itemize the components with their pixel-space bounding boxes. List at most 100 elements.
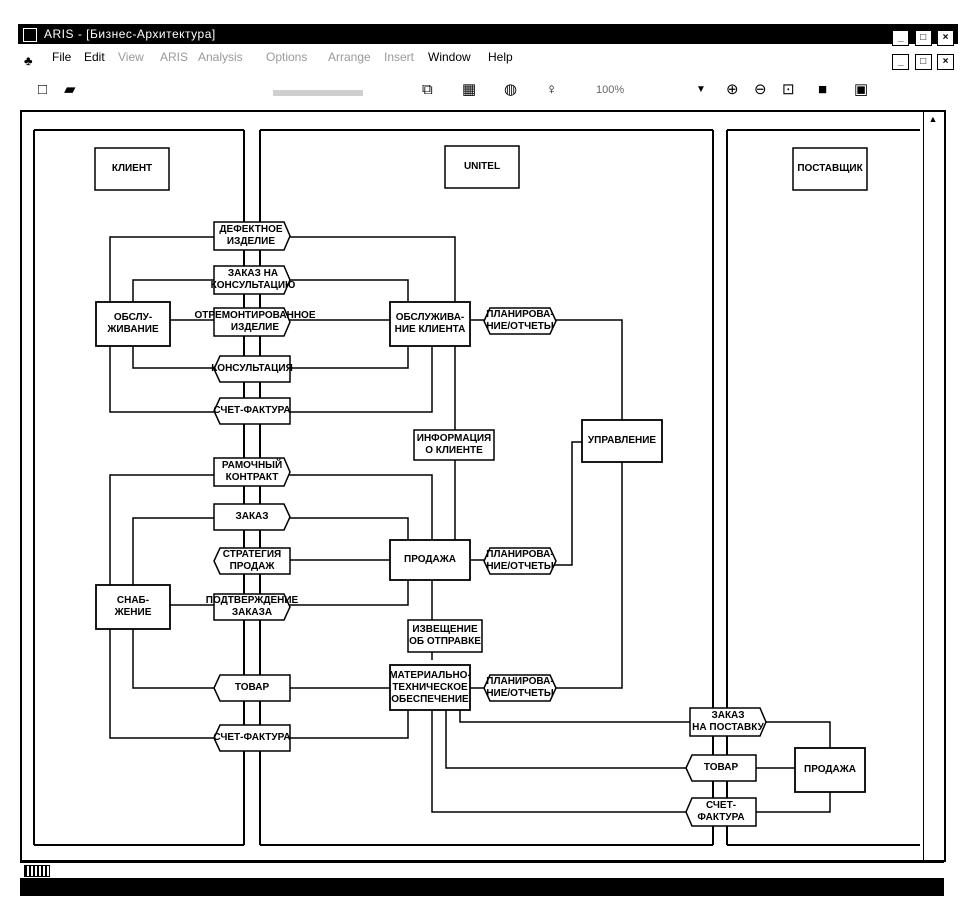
info-shape: [483, 674, 557, 702]
close-button[interactable]: ×: [937, 30, 954, 46]
lane-label-supplier[interactable]: ПОСТАВЩИК: [797, 163, 863, 174]
menu-aris[interactable]: ARIS: [160, 50, 189, 64]
function-box: [95, 584, 171, 630]
menu-window[interactable]: Window: [428, 50, 471, 64]
info-shape: [213, 457, 291, 487]
info-tested-product[interactable]: ОТРЕМОНТИРОВАННОЕ ИЗДЕЛИЕ: [194, 310, 316, 333]
info-shape: [213, 221, 291, 251]
properties-icon[interactable]: ⧉: [422, 81, 433, 98]
chevron-down-icon[interactable]: ▼: [696, 84, 706, 95]
function-box: [581, 419, 663, 463]
info-client-info[interactable]: ИНФОРМАЦИЯ О КЛИЕНТЕ: [416, 433, 492, 456]
info-shape: [213, 265, 291, 295]
connector: [431, 710, 686, 813]
info-shape: [213, 307, 291, 337]
minimize-button[interactable]: _: [892, 30, 910, 46]
horizontal-scrollbar[interactable]: [20, 862, 944, 877]
menu-options[interactable]: Options: [266, 50, 308, 64]
connector: [552, 460, 623, 689]
info-consult-order[interactable]: ЗАКАЗ НА КОНСУЛЬТАЦИЮ: [210, 268, 296, 291]
menu-insert[interactable]: Insert: [384, 50, 415, 64]
menu-arrange[interactable]: Arrange: [328, 50, 371, 64]
function-supplier-sales[interactable]: ПРОДАЖА: [804, 764, 856, 775]
info-order[interactable]: ЗАКАЗ: [235, 511, 269, 522]
window-controls: _ □ ×: [890, 26, 954, 46]
lightbulb-icon[interactable]: ♀: [546, 81, 558, 98]
connector: [445, 710, 686, 769]
menu-bar: ♣ File Edit View ARIS Analysis Options A…: [18, 46, 958, 71]
function-supply[interactable]: СНАБ- ЖЕНИЕ: [114, 595, 152, 618]
lane-headers: [94, 145, 868, 191]
scroll-up-icon[interactable]: ▲: [928, 114, 938, 124]
info-sales-strategy[interactable]: СТРАТЕГИЯ ПРОДАЖ: [222, 549, 282, 572]
zoom-fit-icon[interactable]: ⊡: [782, 81, 795, 98]
info-shape: [213, 674, 291, 702]
info-invoice-1[interactable]: СЧЕТ-ФАКТУРА: [213, 405, 291, 416]
info-order-confirmation[interactable]: ПОДТВЕРЖДЕНИЕ ЗАКАЗА: [205, 595, 299, 618]
function-service-unitel[interactable]: ОБСЛУЖИВА- НИЕ КЛИЕНТА: [394, 312, 466, 335]
page-icon[interactable]: ■: [818, 81, 828, 98]
connector: [459, 710, 690, 723]
title-bar: ARIS - [Бизнес-Архитектура] _ □ ×: [18, 24, 958, 46]
lane-header-client-box: [94, 147, 170, 191]
info-supply-order[interactable]: ЗАКАЗ НА ПОСТАВКУ: [692, 710, 764, 733]
info-objects: [213, 221, 767, 827]
info-framework-contract[interactable]: РАМОЧНЫЙ КОНТРАКТ: [221, 460, 283, 483]
menu-view[interactable]: View: [118, 50, 144, 64]
info-planning-3[interactable]: ПЛАНИРОВА- НИЕ/ОТЧЕТЫ: [486, 676, 554, 699]
new-file-icon[interactable]: □: [38, 81, 48, 98]
info-shape: [483, 307, 557, 335]
function-box: [794, 747, 866, 793]
info-planning-2[interactable]: ПЛАНИРОВА- НИЕ/ОТЧЕТЫ: [486, 549, 554, 572]
lane-label-client[interactable]: КЛИЕНТ: [111, 163, 153, 174]
document-icon[interactable]: ♣: [24, 53, 33, 68]
doc-close-button[interactable]: ×: [937, 54, 954, 70]
grid-toggle-icon[interactable]: [24, 865, 50, 877]
info-shape: [685, 754, 757, 782]
menu-edit[interactable]: Edit: [84, 50, 105, 64]
toolbar: □ ▰ ⧉ ▦ ◍ ♀ 100% ▼ ⊕ ⊖ ⊡ ■ ▣: [18, 76, 958, 104]
doc-window-controls: _ □ ×: [890, 49, 954, 71]
binoculars-icon[interactable]: ◍: [504, 81, 518, 98]
connector: [550, 319, 623, 420]
info-invoice-3[interactable]: СЧЕТ- ФАКТУРА: [697, 800, 745, 823]
connector: [756, 792, 831, 813]
zoom-select[interactable]: 100%: [596, 84, 625, 96]
info-shape: [413, 429, 495, 461]
doc-minimize-button[interactable]: _: [892, 54, 910, 70]
info-shape: [213, 503, 291, 531]
info-goods[interactable]: ТОВАР: [234, 682, 270, 693]
lane-header-unitel-box: [444, 145, 520, 189]
info-goods-2[interactable]: ТОВАР: [703, 762, 739, 773]
function-box: [389, 301, 471, 347]
maximize-button[interactable]: □: [914, 30, 932, 46]
info-shape: [483, 547, 557, 575]
doc-restore-button[interactable]: □: [914, 54, 932, 70]
menu-analysis[interactable]: Analysis: [198, 50, 243, 64]
info-shape: [213, 397, 291, 425]
model-canvas[interactable]: ▲: [20, 110, 946, 862]
vertical-scrollbar[interactable]: ▲: [923, 112, 944, 860]
connector: [132, 625, 390, 689]
info-planning-1[interactable]: ПЛАНИРОВА- НИЕ/ОТЧЕТЫ: [486, 309, 554, 332]
lane-label-unitel[interactable]: UNITEL: [463, 161, 501, 172]
info-invoice-2[interactable]: СЧЕТ-ФАКТУРА: [213, 732, 291, 743]
open-folder-icon[interactable]: ▰: [64, 81, 76, 98]
info-shape: [213, 355, 291, 383]
function-logistics[interactable]: МАТЕРИАЛЬНО- ТЕХНИЧЕСКОЕ ОБЕСПЕЧЕНИЕ: [389, 669, 471, 705]
function-management[interactable]: УПРАВЛЕНИЕ: [587, 435, 657, 446]
layout-icon[interactable]: ▣: [854, 81, 869, 98]
function-service-client[interactable]: ОБСЛУ- ЖИВАНИЕ: [107, 312, 159, 335]
info-shipping-notice[interactable]: ИЗВЕЩЕНИЕ ОБ ОТПРАВКЕ: [409, 624, 481, 647]
info-defective[interactable]: ДЕФЕКТНОЕ ИЗДЕЛИЕ: [219, 224, 283, 247]
function-boxes: [95, 301, 866, 793]
info-consultation[interactable]: КОНСУЛЬТАЦИЯ: [211, 363, 293, 374]
info-shape: [213, 547, 291, 575]
zoom-in-icon[interactable]: ⊕: [726, 81, 739, 98]
function-sales[interactable]: ПРОДАЖА: [404, 554, 456, 565]
menu-file[interactable]: File: [52, 50, 72, 64]
zoom-out-icon[interactable]: ⊖: [754, 81, 767, 98]
menu-help[interactable]: Help: [488, 50, 513, 64]
grid-icon[interactable]: ▦: [462, 81, 477, 98]
